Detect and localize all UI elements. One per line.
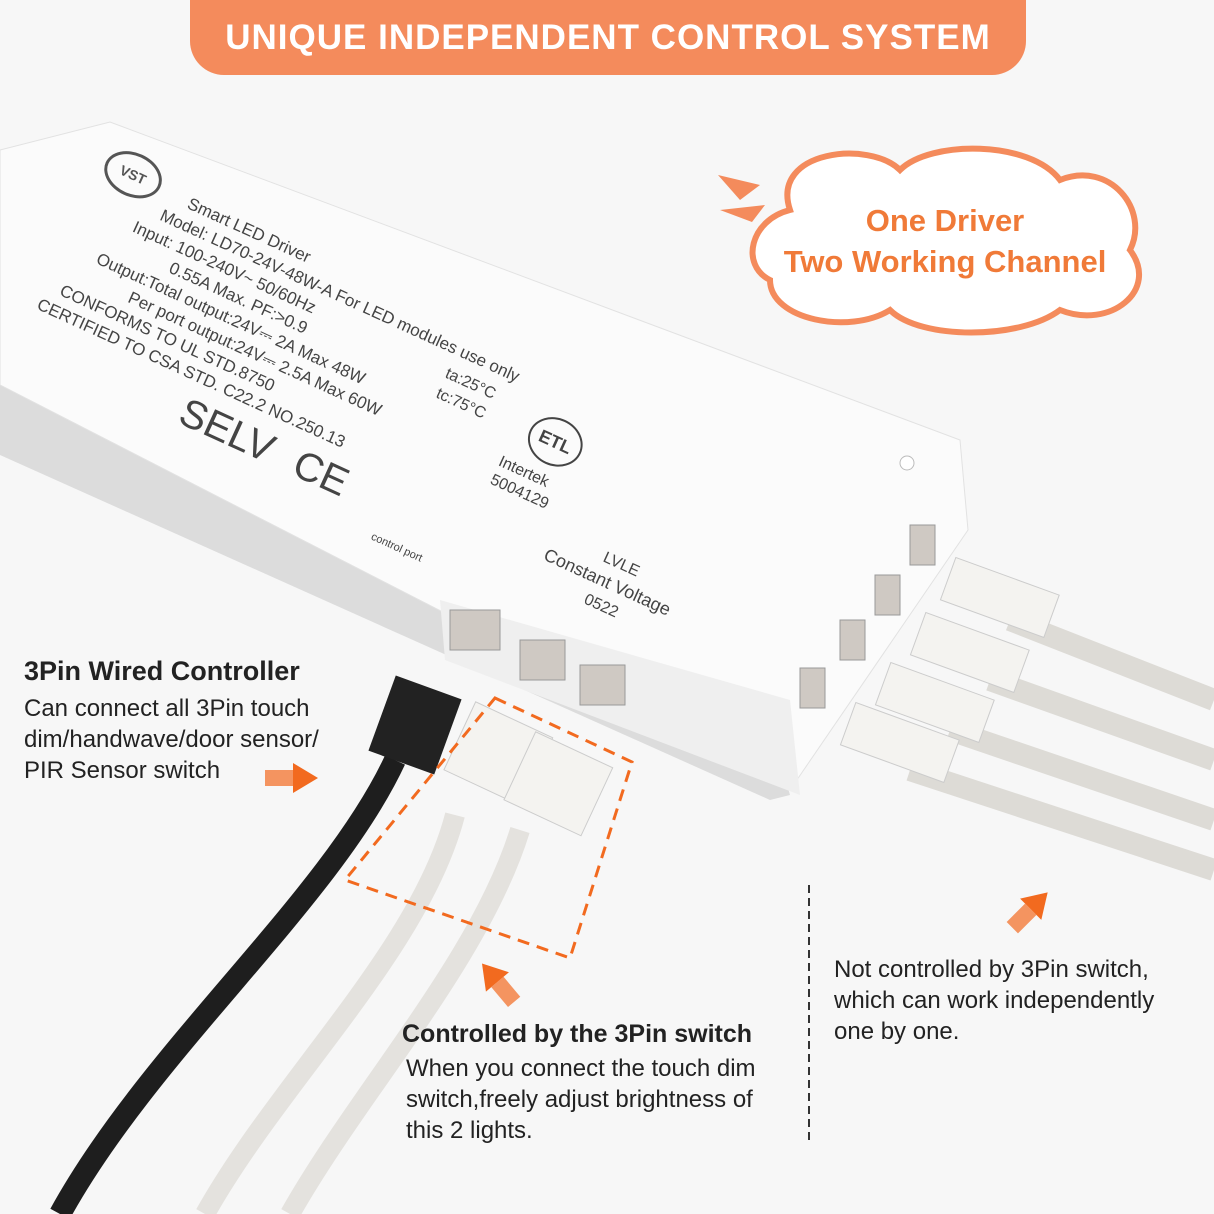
cloud-line-1: One Driver — [865, 203, 1025, 238]
cloud-bubble — [749, 145, 1142, 336]
middle-callout-line: this 2 lights. — [406, 1117, 533, 1144]
left-callout-line: PIR Sensor switch — [24, 757, 221, 784]
controlled-channels-highlight — [342, 696, 634, 960]
banner-title: UNIQUE INDEPENDENT CONTROL SYSTEM — [190, 0, 1026, 75]
left-callout: 3Pin Wired Controller Can connect all 3P… — [24, 656, 319, 786]
control-ports — [449, 609, 626, 706]
black-3pin-connector — [368, 675, 462, 775]
right-callout-line: one by one. — [834, 1018, 960, 1045]
middle-callout-title: Controlled by the 3Pin switch — [402, 1020, 753, 1048]
arrow-right-icon — [265, 763, 318, 793]
arrow-up-left-icon — [482, 963, 521, 1007]
right-callout-line: Not controlled by 3Pin switch, — [834, 956, 1149, 983]
output-connectors — [839, 556, 1060, 784]
white-connector-2 — [503, 731, 614, 837]
vst-logo-text: VST — [117, 161, 149, 188]
right-callout-line: which can work independently — [834, 987, 1155, 1014]
left-callout-line: Can connect all 3Pin touch — [24, 695, 310, 722]
left-callout-line: dim/handwave/door sensor/ — [24, 726, 319, 753]
middle-callout: Controlled by the 3Pin switch When you c… — [402, 1020, 756, 1146]
right-callout: Not controlled by 3Pin switch, which can… — [834, 954, 1154, 1047]
arrow-up-right-icon — [1006, 892, 1048, 934]
cloud-text: One Driver Two Working Channel — [760, 200, 1130, 282]
cloud-line-2: Two Working Channel — [783, 244, 1107, 279]
white-cable-1 — [196, 812, 465, 1214]
driver-top-face — [0, 121, 969, 791]
mounting-hole — [899, 455, 915, 471]
black-controller-cable — [50, 755, 405, 1214]
middle-callout-line: switch,freely adjust brightness of — [406, 1086, 753, 1113]
middle-callout-line: When you connect the touch dim — [406, 1055, 756, 1082]
white-cable-2 — [281, 827, 530, 1214]
cloud-spark-icon — [718, 175, 760, 200]
output-ports — [799, 524, 936, 709]
left-callout-title: 3Pin Wired Controller — [24, 656, 300, 686]
cloud-spark-icon — [720, 205, 765, 222]
